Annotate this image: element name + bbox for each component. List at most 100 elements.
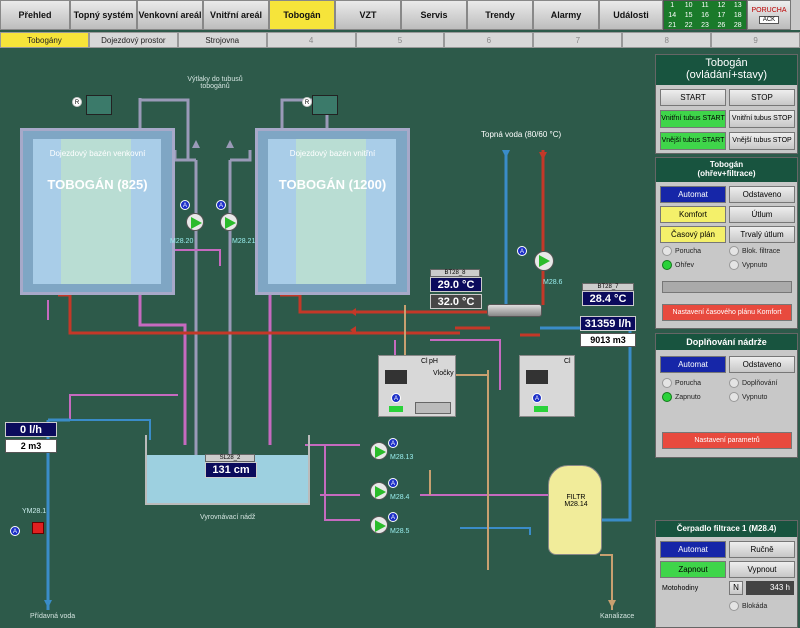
main-nav: Přehled Topný systém Venkovní areál Vnit…	[0, 0, 800, 30]
fan-icon[interactable]	[312, 95, 338, 115]
ack-button[interactable]: ACK	[758, 15, 780, 24]
start-button[interactable]: START	[660, 89, 726, 106]
alarm-num: 22	[684, 22, 693, 29]
pump-m2821[interactable]	[220, 213, 238, 231]
refill-automat[interactable]: Automat	[660, 356, 726, 373]
motohodiny-label: Motohodiny	[662, 585, 699, 592]
nav-tobogan[interactable]: Tobogán	[269, 0, 335, 30]
subnav-6[interactable]: 6	[444, 32, 534, 48]
parameters-button[interactable]: Nastavení parametrů	[662, 432, 792, 449]
inner-tube-start[interactable]: Vnitřní tubus START	[660, 110, 726, 128]
chem-dosing-1[interactable]: Cl pH Vločky A	[378, 355, 456, 417]
heating-utlum[interactable]: Útlum	[729, 206, 795, 223]
subnav-7[interactable]: 7	[533, 32, 623, 48]
filter-vessel[interactable]: FILTR M28.14	[548, 465, 602, 555]
heating-odstaveno[interactable]: Odstaveno	[729, 186, 795, 203]
pool-outdoor-desc: Dojezdový bazén venkovní	[49, 149, 146, 158]
status-dot	[729, 392, 739, 402]
alarm-num: 16	[701, 12, 709, 19]
chem-dosing-2[interactable]: Cl A	[519, 355, 575, 417]
panel-title: Tobogán(ohřev+filtrace)	[656, 158, 797, 182]
alarm-num: 12	[717, 2, 726, 9]
fan-r-badge: R	[72, 97, 82, 107]
subnav-9[interactable]: 9	[711, 32, 800, 48]
alarm-num: 10	[684, 2, 693, 9]
ind-vypnuto: Vypnuto	[729, 260, 767, 270]
subnav-strojovna[interactable]: Strojovna	[177, 32, 267, 48]
pump-vypnout[interactable]: Vypnout	[729, 561, 795, 578]
status-dot	[729, 601, 739, 611]
pump-rucne[interactable]: Ručně	[729, 541, 795, 558]
sub-nav: Tobogány Dojezdový prostor Strojovna 4 5…	[0, 32, 800, 48]
nav-vzt[interactable]: VZT	[335, 0, 401, 30]
reset-hours-button[interactable]: N	[729, 581, 743, 595]
nav-udalosti[interactable]: Události	[599, 0, 663, 30]
nav-venkovni-areal[interactable]: Venkovní areál	[137, 0, 203, 30]
subnav-dojezdovy-prostor[interactable]: Dojezdový prostor	[88, 32, 178, 48]
pump-m284[interactable]	[370, 482, 388, 500]
nav-trendy[interactable]: Trendy	[467, 0, 533, 30]
nav-servis[interactable]: Servis	[401, 0, 467, 30]
alarm-num: 17	[717, 12, 726, 19]
porucha-ack[interactable]: PORUCHA ACK	[747, 0, 791, 30]
alarm-num: 13	[733, 2, 742, 9]
auto-badge: A	[391, 393, 401, 403]
alarm-indicator-grid[interactable]: 1 10 11 12 13 14 15 16 17 18 21 22 23 26…	[663, 0, 747, 30]
comfort-schedule-button[interactable]: Nastavení časového plánu Komfort	[662, 304, 792, 321]
heating-automat[interactable]: Automat	[660, 186, 726, 203]
alarm-num: 14	[668, 12, 677, 19]
flow-main-value: 31359 l/h	[580, 316, 636, 331]
auto-badge: A	[388, 512, 398, 522]
pump-m285[interactable]	[370, 516, 388, 534]
buffer-tank-label: Vyrovnávací nádž	[200, 514, 256, 521]
sl28-2-tag: SL28_2	[205, 454, 255, 462]
topna-voda-label: Topná voda (80/60 °C)	[481, 130, 562, 139]
heating-komfort[interactable]: Komfort	[660, 206, 726, 223]
panel-doplnovani: Doplňování nádrže Automat Odstaveno Poru…	[655, 333, 798, 458]
pump-automat[interactable]: Automat	[660, 541, 726, 558]
nav-prehled[interactable]: Přehled	[0, 0, 70, 30]
subnav-5[interactable]: 5	[355, 32, 445, 48]
pump-m286[interactable]	[534, 251, 554, 271]
alarm-num: 21	[668, 22, 677, 29]
heating-trvaly-utlum[interactable]: Trvalý útlum	[729, 226, 795, 243]
heating-casovy-plan[interactable]: Časový plán	[660, 226, 726, 243]
status-dot	[729, 246, 739, 256]
alarm-num: 18	[733, 12, 742, 19]
subnav-8[interactable]: 8	[622, 32, 712, 48]
pump-label: M28.5	[390, 528, 410, 535]
outer-tube-start[interactable]: Vnější tubus START	[660, 132, 726, 150]
nav-vnitrni-areal[interactable]: Vnitřní areál	[203, 0, 269, 30]
stop-button[interactable]: STOP	[729, 89, 795, 106]
filter-label: FILTR M28.14	[564, 494, 588, 508]
ind-refill-doplnovani: Doplňování	[729, 378, 777, 388]
pump-label: M28.20	[170, 238, 194, 245]
flow-main-total: 9013 m3	[580, 333, 636, 347]
panel-tobogan-control: Tobogán(ovládání+stavy) START STOP Vnitř…	[655, 54, 798, 154]
ind-blokada: Blokáda	[729, 601, 767, 611]
pool-outdoor: Dojezdový bazén venkovní TOBOGÁN (825)	[20, 128, 175, 295]
pump-m2813[interactable]	[370, 442, 388, 460]
valve-label: YM28.1	[22, 508, 47, 515]
nav-topny-system[interactable]: Topný systém	[70, 0, 137, 30]
status-dot	[729, 260, 739, 270]
pump-zapnout[interactable]: Zapnout	[660, 561, 726, 578]
subnav-4[interactable]: 4	[266, 32, 356, 48]
chem-vlocky-label: Vločky	[433, 370, 454, 377]
right-panels: Tobogán(ovládání+stavy) START STOP Vnitř…	[652, 50, 800, 628]
nav-alarmy[interactable]: Alarmy	[533, 0, 599, 30]
bt28-8-value1: 29.0 °C	[430, 277, 482, 292]
panel-title: Doplňování nádrže	[656, 334, 797, 350]
refill-odstaveno[interactable]: Odstaveno	[729, 356, 795, 373]
pool-outdoor-title: TOBOGÁN (825)	[47, 177, 148, 192]
valve-ym281[interactable]	[32, 522, 44, 534]
fan-icon[interactable]	[86, 95, 112, 115]
outer-tube-stop[interactable]: Vnější tubus STOP	[729, 132, 795, 150]
inner-tube-stop[interactable]: Vnitřní tubus STOP	[729, 110, 795, 128]
panel-heating: Tobogán(ohřev+filtrace) Automat Odstaven…	[655, 157, 798, 329]
auto-badge: A	[10, 526, 20, 536]
chem-ph-label: pH	[429, 358, 438, 365]
pump-m2820[interactable]	[186, 213, 204, 231]
heat-exchanger	[487, 304, 542, 317]
subnav-tobogany[interactable]: Tobogány	[0, 32, 89, 48]
